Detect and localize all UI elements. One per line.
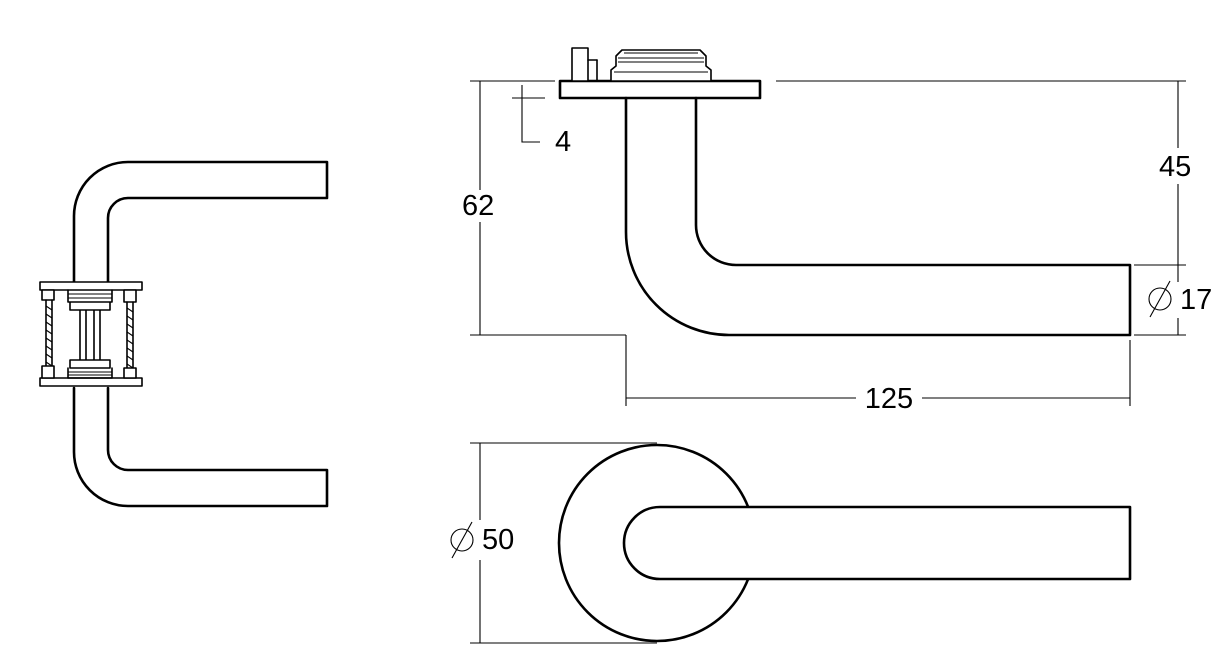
side-lever-outline xyxy=(624,96,1132,337)
upper-lever-outline xyxy=(72,160,329,284)
front-view-handle-pair xyxy=(39,160,329,508)
side-rose-housing-rings xyxy=(614,52,708,73)
spindle-core xyxy=(67,289,113,379)
side-view-lever xyxy=(558,47,1132,337)
left-fixing-screw xyxy=(41,289,55,379)
upper-rose-plate xyxy=(39,281,143,291)
top-view-lever xyxy=(557,443,1132,643)
dimension-label-4: 4 xyxy=(555,126,571,158)
side-rose-housing xyxy=(610,49,712,82)
spindle-hatching xyxy=(68,293,112,376)
lower-rose-plate xyxy=(39,377,143,387)
dimension-label-125: 125 xyxy=(865,383,913,415)
dimension-label-50: 50 xyxy=(482,524,514,556)
diameter-symbol-50 xyxy=(450,521,474,559)
side-rose-plate xyxy=(558,79,762,100)
lower-lever-outline xyxy=(72,386,329,508)
diameter-symbol-17 xyxy=(1148,280,1172,318)
dimension-lines xyxy=(470,80,1186,644)
right-fixing-screw xyxy=(123,289,137,379)
locating-pin xyxy=(571,47,589,82)
dimension-label-62: 62 xyxy=(462,190,494,222)
dimension-label-17: 17 xyxy=(1180,284,1212,316)
dimension-label-45: 45 xyxy=(1159,151,1191,183)
top-lever-outline xyxy=(622,505,1132,581)
